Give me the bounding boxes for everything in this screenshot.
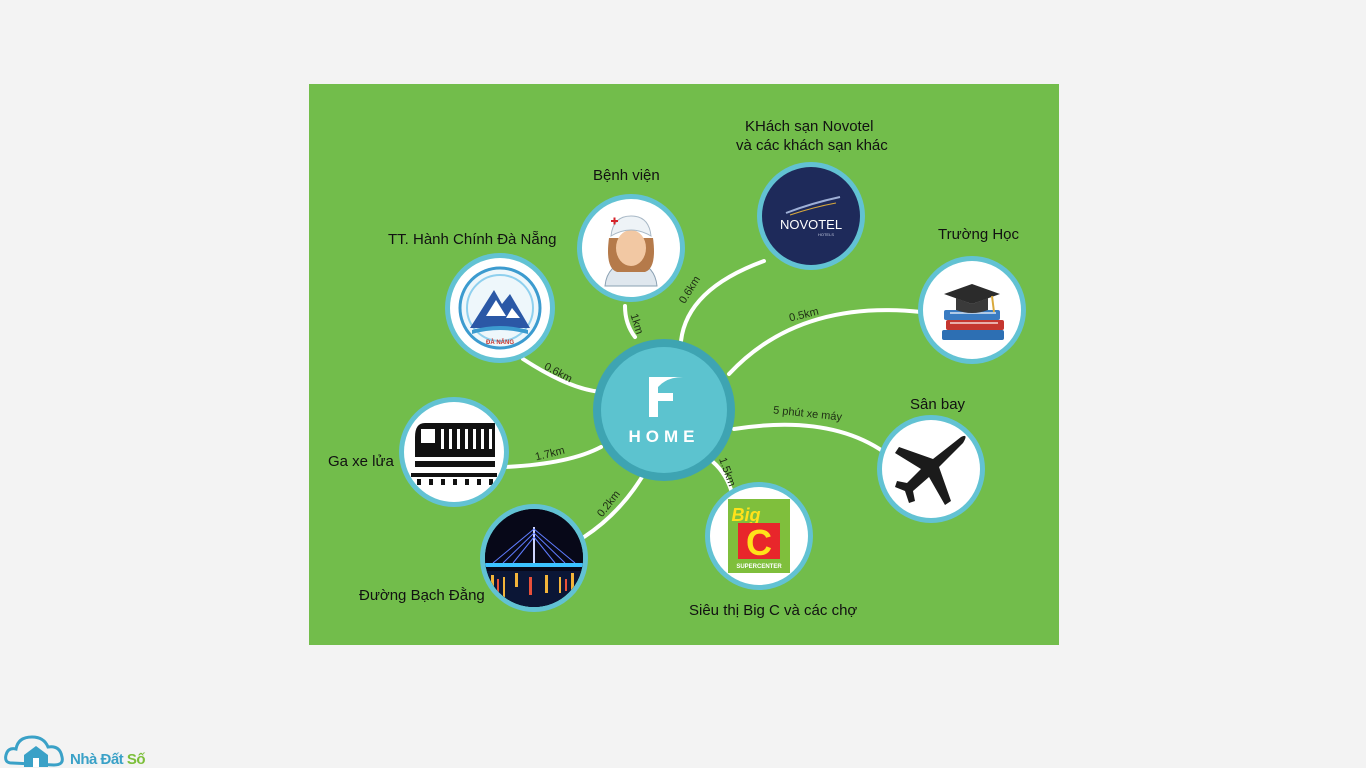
node-benh-vien bbox=[577, 194, 685, 302]
node-san-bay bbox=[877, 415, 985, 523]
train-icon bbox=[411, 423, 497, 485]
label-big-c: Siêu thị Big C và các chợ bbox=[689, 602, 858, 619]
novotel-logo-sub: HOTELS bbox=[818, 232, 834, 237]
center-home-logo: HOME bbox=[593, 339, 735, 481]
node-ga-xe-lua bbox=[399, 397, 509, 507]
airplane-icon bbox=[895, 435, 966, 505]
label-ga-xe-lua: Ga xe lửa bbox=[328, 453, 394, 470]
footer-brand-accent: Số bbox=[126, 751, 146, 768]
connector-lines bbox=[503, 259, 923, 539]
f-letter-icon bbox=[649, 377, 683, 417]
node-bach-dang bbox=[480, 504, 588, 612]
label-san-bay: Sân bay bbox=[910, 396, 966, 413]
node-tt-hanh-chinh: ĐÀ NẴNG bbox=[445, 253, 555, 363]
label-bach-dang: Đường Bạch Đằng bbox=[359, 587, 485, 604]
link-truong-hoc bbox=[727, 308, 923, 376]
cloud-house-icon bbox=[4, 735, 64, 767]
novotel-logo: NOVOTEL HOTELS bbox=[780, 196, 842, 237]
link-ga-xe-lua bbox=[503, 445, 603, 469]
label-tt-hanh-chinh: TT. Hành Chính Đà Nẵng bbox=[388, 231, 557, 248]
big-c-logo-big: Big bbox=[732, 505, 761, 525]
link-bach-dang bbox=[582, 475, 644, 539]
link-benh-vien bbox=[623, 304, 637, 339]
label-benh-vien: Bệnh viện bbox=[593, 167, 660, 184]
big-c-logo: Big C SUPERCENTER bbox=[728, 499, 790, 573]
big-c-logo-c: C bbox=[746, 522, 772, 563]
footer-brand-logo[interactable]: Nhà Đất Số bbox=[4, 731, 164, 768]
books-graduation-icon bbox=[942, 284, 1004, 340]
big-c-logo-sub: SUPERCENTER bbox=[736, 564, 782, 570]
label-novotel-line2: và các khách sạn khác bbox=[736, 137, 888, 154]
link-novotel bbox=[679, 259, 766, 343]
node-truong-hoc bbox=[918, 256, 1026, 364]
location-diagram: 1km 0.6km 0.5km 5 phút xe máy 1.5km 0.2k… bbox=[309, 84, 1059, 645]
node-big-c: Big C SUPERCENTER bbox=[705, 482, 813, 590]
footer-brand-main: Nhà Đất bbox=[70, 751, 124, 768]
da-nang-emblem: ĐÀ NẴNG bbox=[458, 266, 542, 350]
node-novotel: NOVOTEL HOTELS bbox=[757, 162, 865, 270]
label-truong-hoc: Trường Học bbox=[938, 226, 1020, 243]
da-nang-emblem-text: ĐÀ NẴNG bbox=[486, 339, 514, 346]
center-brand-text: HOME bbox=[628, 427, 700, 446]
link-san-bay bbox=[732, 422, 886, 454]
footer-brand-text: Nhà Đất Số bbox=[70, 751, 146, 768]
label-novotel-line1: KHách sạn Novotel bbox=[745, 118, 874, 135]
novotel-logo-text: NOVOTEL bbox=[780, 217, 842, 232]
nurse-icon bbox=[604, 215, 658, 287]
bridge-night-photo bbox=[485, 509, 583, 607]
